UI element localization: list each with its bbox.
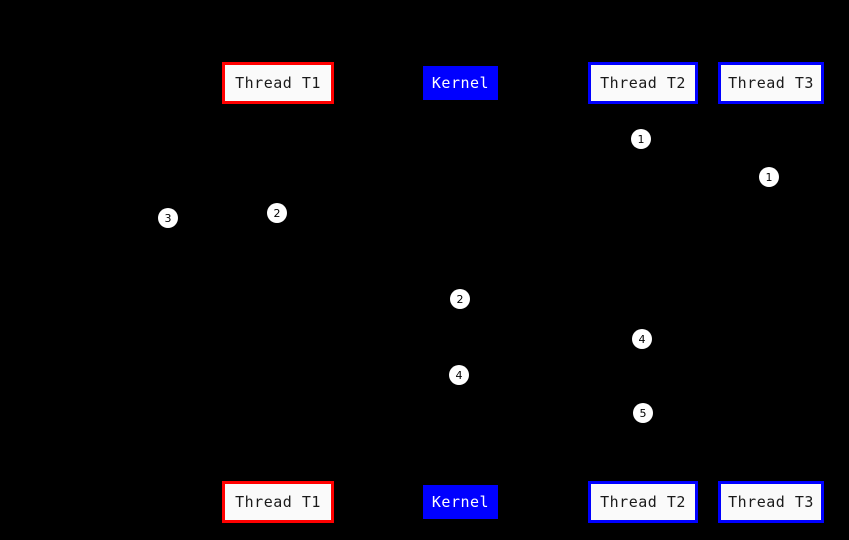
participant-label: Kernel [431,73,490,92]
message-arrow-t3-to-t2 [648,290,766,291]
message-arrowhead-t3-to-t2 [648,286,655,294]
participant-thread-t3-bottom[interactable]: Thread T3 [718,481,824,523]
step-number: 4 [455,368,463,382]
message-arrow-t1-to-kernel [283,388,455,389]
participant-thread-t1-bottom[interactable]: Thread T1 [222,481,334,523]
participant-label: Thread T2 [600,492,686,511]
lifeline-thread-t3 [771,104,772,481]
step-badge: 3 [158,208,178,228]
participant-thread-t2-bottom[interactable]: Thread T2 [588,481,698,523]
message-arrow-kernel-to-t1 [283,230,455,231]
message-arrowhead-kernel-to-t2 [631,421,638,429]
participant-kernel-bottom[interactable]: Kernel [423,485,498,519]
step-badge: 5 [633,403,653,423]
step-badge: 4 [449,365,469,385]
message-arrowhead-t2-to-kernel [465,306,472,314]
step-number: 1 [637,132,645,146]
step-number: 4 [638,332,646,346]
message-arrow-kernel-to-t2 [465,425,638,426]
step-badge: 1 [631,129,651,149]
participant-label: Thread T3 [728,73,814,92]
step-number: 2 [456,292,464,306]
message-arrowhead-t1-to-kernel [448,384,455,392]
step-number: 5 [639,406,647,420]
step-number: 3 [164,211,172,225]
participant-thread-t3-top[interactable]: Thread T3 [718,62,824,104]
participant-label: Kernel [431,492,490,511]
step-badge: 2 [450,289,470,309]
message-arrowhead-t2-to-t3 [759,156,766,164]
step-badge: 4 [632,329,652,349]
participant-thread-t1-top[interactable]: Thread T1 [222,62,334,104]
message-arrow-t2-to-t3 [648,160,766,161]
step-badge: 1 [759,167,779,187]
step-number: 2 [273,206,281,220]
participant-thread-t2-top[interactable]: Thread T2 [588,62,698,104]
participant-kernel-top[interactable]: Kernel [423,66,498,100]
message-arrow-t2-to-kernel [465,310,638,311]
activation-bar-thread-t1 [273,200,283,400]
step-number: 1 [765,170,773,184]
participant-label: Thread T3 [728,492,814,511]
participant-label: Thread T1 [235,73,321,92]
participant-label: Thread T1 [235,492,321,511]
activation-bar-kernel [455,250,465,410]
step-badge: 2 [267,203,287,223]
participant-label: Thread T2 [600,73,686,92]
message-arrowhead-kernel-to-t1 [283,226,290,234]
activation-bar-thread-t2 [638,130,648,430]
